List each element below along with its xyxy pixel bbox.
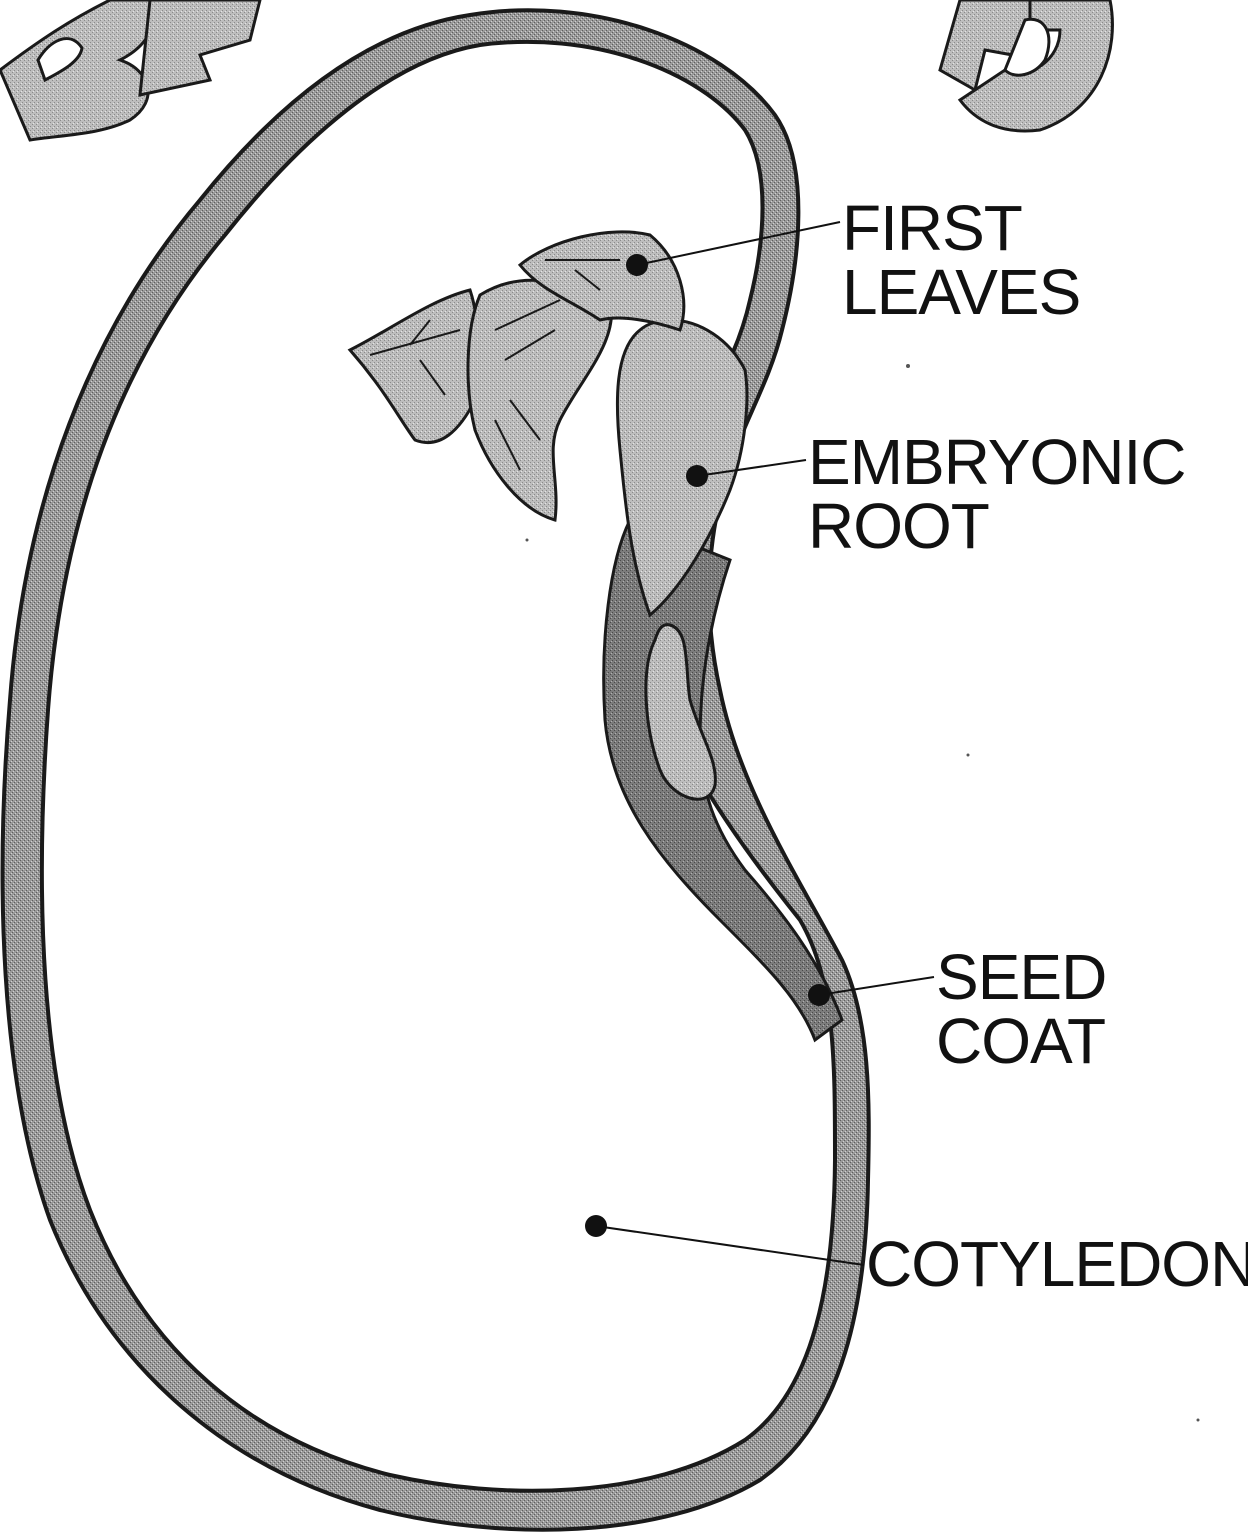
title-letter-b bbox=[0, 0, 154, 140]
label-first-leaves-line-1: FIRST bbox=[842, 196, 1080, 260]
label-seed-coat-line-2: COAT bbox=[936, 1009, 1106, 1073]
label-embryonic-root-line-2: ROOT bbox=[808, 494, 1185, 558]
label-seed-coat: SEED COAT bbox=[936, 945, 1106, 1073]
label-cotyledon-line-1: COTYLEDON bbox=[866, 1232, 1248, 1296]
label-embryonic-root: EMBRYONIC ROOT bbox=[808, 430, 1185, 558]
label-cotyledon: COTYLEDON bbox=[866, 1232, 1248, 1296]
title-letter-e bbox=[140, 0, 260, 95]
label-first-leaves: FIRST LEAVES bbox=[842, 196, 1080, 324]
label-seed-coat-line-1: SEED bbox=[936, 945, 1106, 1009]
label-first-leaves-line-2: LEAVES bbox=[842, 260, 1080, 324]
label-embryonic-root-line-1: EMBRYONIC bbox=[808, 430, 1185, 494]
